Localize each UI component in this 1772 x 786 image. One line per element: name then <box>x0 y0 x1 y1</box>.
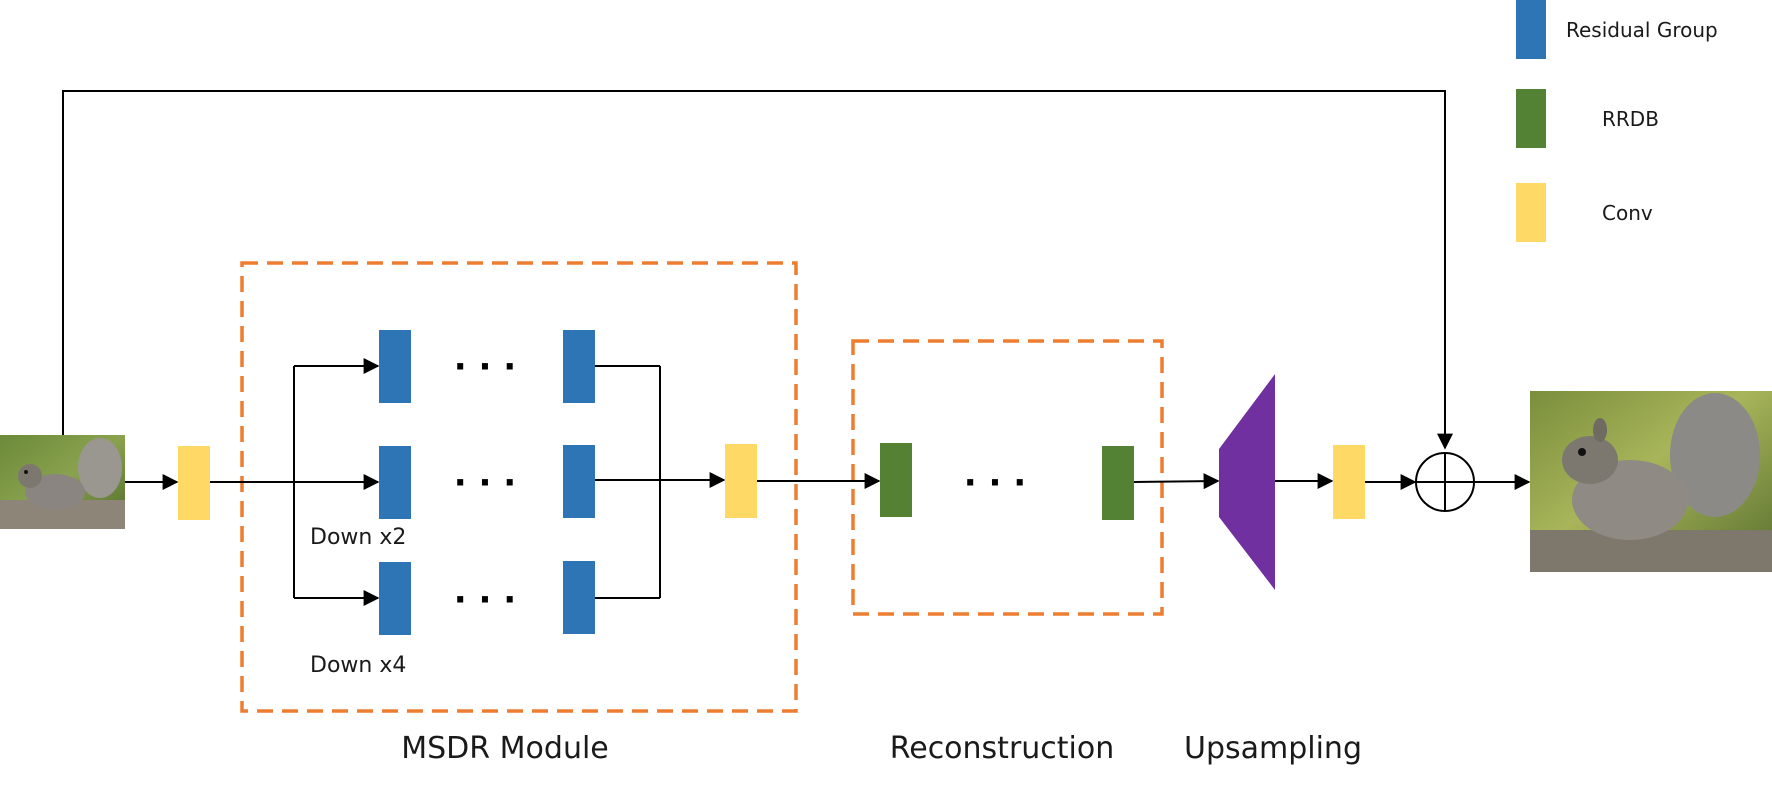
upsampling-block <box>1219 374 1275 590</box>
input-squirrel-image <box>0 435 125 529</box>
msdr-module-title: MSDR Module <box>401 731 609 766</box>
branch-label-down-x4: Down x4 <box>310 653 406 678</box>
rrdb-block <box>880 443 912 517</box>
msdr-module-border <box>240 261 798 713</box>
tail-conv-block <box>1333 445 1365 519</box>
ellipsis: · · · <box>454 580 516 620</box>
residual-group-block <box>379 446 411 519</box>
residual-group-block <box>563 445 595 518</box>
residual-group-block <box>379 330 411 403</box>
arrow-reconstruction-to-upsampler <box>1133 473 1220 490</box>
legend-swatch-rrdb <box>1516 89 1546 148</box>
ellipsis: · · · <box>454 347 516 387</box>
ellipsis: · · · <box>964 463 1026 503</box>
head-conv-block <box>178 446 210 520</box>
branch-label-down-x2: Down x2 <box>310 525 406 550</box>
reconstruction-border <box>851 339 1164 616</box>
ellipsis: · · · <box>454 463 516 503</box>
residual-group-block <box>563 561 595 634</box>
legend-label-conv: Conv <box>1602 201 1653 225</box>
element-wise-sum-node <box>1415 452 1475 512</box>
legend-swatch-residual-group <box>1516 0 1546 59</box>
global-skip-connection <box>62 90 1453 450</box>
reconstruction-title: Reconstruction <box>890 731 1115 766</box>
fusion-conv-block <box>725 444 757 518</box>
legend-swatch-conv <box>1516 183 1546 242</box>
rrdb-block <box>1102 446 1134 520</box>
output-squirrel-image <box>1530 391 1772 572</box>
residual-group-block <box>563 330 595 403</box>
residual-group-block <box>379 562 411 635</box>
upsampling-title: Upsampling <box>1184 731 1362 766</box>
legend-label-rrdb: RRDB <box>1602 107 1659 131</box>
legend-label-residual-group: Residual Group <box>1566 18 1718 42</box>
legend: Residual Group RRDB Conv <box>1516 0 1718 242</box>
